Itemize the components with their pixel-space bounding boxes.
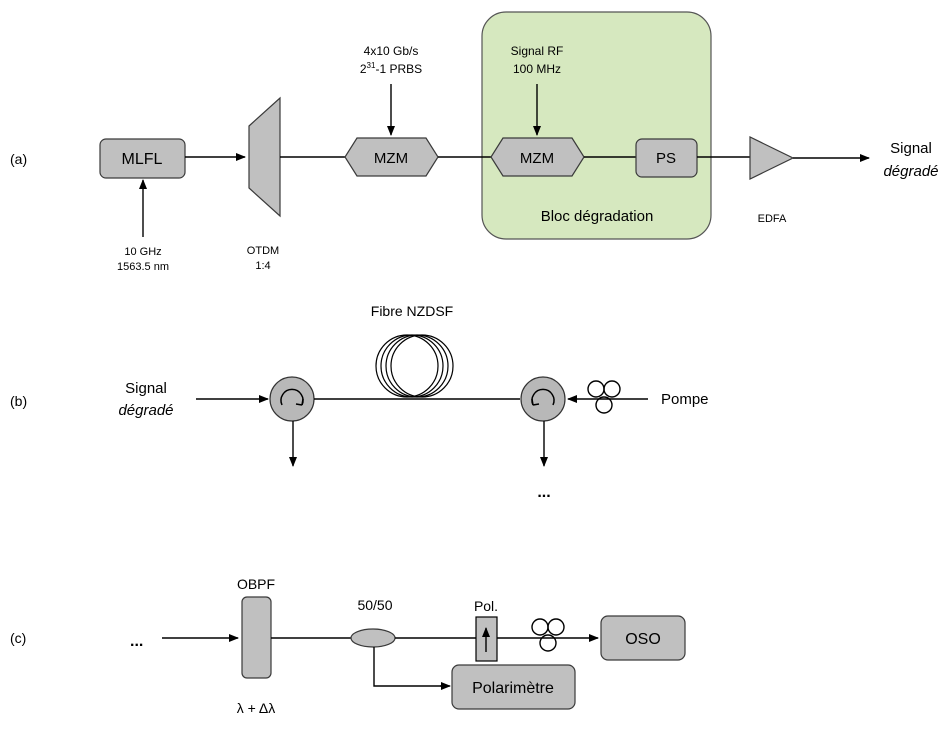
fibre-spool — [375, 334, 454, 398]
lambda-label: λ + Δλ — [237, 700, 276, 716]
oso-label: OSO — [625, 631, 661, 648]
coupler-to-polarimetre-line — [373, 647, 448, 687]
polarizer — [475, 616, 498, 662]
ps-label: PS — [656, 150, 676, 167]
mlfl-freq: 10 GHz — [124, 246, 161, 258]
continuation-ellipsis: ... — [537, 484, 550, 501]
obpf-filter — [241, 596, 272, 679]
oso-box — [600, 615, 686, 661]
coupler-50-50 — [350, 628, 396, 648]
prbs-label: 231-1 PRBS — [360, 61, 422, 76]
ps-box — [635, 138, 698, 178]
label-b: (b) — [10, 393, 27, 409]
polarimetre-box — [451, 664, 576, 710]
mlfl-label: MLFL — [122, 151, 163, 168]
input-signal-label: Signal — [125, 380, 167, 397]
output-signal-label: Signal — [890, 140, 932, 157]
data-rate-label: 4x10 Gb/s — [364, 44, 419, 58]
polarization-controller-icon-c — [531, 618, 565, 652]
mlfl-box — [99, 138, 186, 179]
otdm-label: OTDM — [247, 245, 279, 257]
mlfl-wavelength: 1563.5 nm — [117, 261, 169, 273]
mzm-2-label: MZM — [520, 150, 554, 167]
label-a: (a) — [10, 151, 27, 167]
rf-signal-label: Signal RF — [511, 44, 564, 58]
otdm-ratio: 1:4 — [255, 260, 270, 272]
pump-label: Pompe — [661, 391, 709, 408]
bloc-degradation-label: Bloc dégradation — [541, 208, 654, 225]
fibre-label: Fibre NZDSF — [371, 303, 453, 319]
circulator-1 — [269, 376, 315, 422]
polarizer-label: Pol. — [474, 598, 498, 614]
polarization-controller-icon-b — [587, 380, 621, 414]
edfa-amplifier — [749, 136, 795, 180]
edfa-label: EDFA — [758, 213, 787, 225]
otdm-multiplexer — [248, 96, 281, 218]
polarimetre-label: Polarimètre — [472, 680, 554, 697]
output-degraded-label: dégradé — [883, 163, 938, 180]
obpf-label: OBPF — [237, 576, 275, 592]
input-ellipsis: ... — [130, 633, 143, 650]
rf-frequency-label: 100 MHz — [513, 62, 561, 76]
label-c: (c) — [10, 630, 26, 646]
bloc-degradation-area — [481, 11, 712, 240]
mzm-modulator-1 — [344, 137, 439, 177]
input-degraded-label: dégradé — [118, 402, 173, 419]
coupler-label: 50/50 — [357, 597, 392, 613]
mzm-modulator-2 — [490, 137, 585, 177]
circulator-2 — [520, 376, 566, 422]
mzm-1-label: MZM — [374, 150, 408, 167]
